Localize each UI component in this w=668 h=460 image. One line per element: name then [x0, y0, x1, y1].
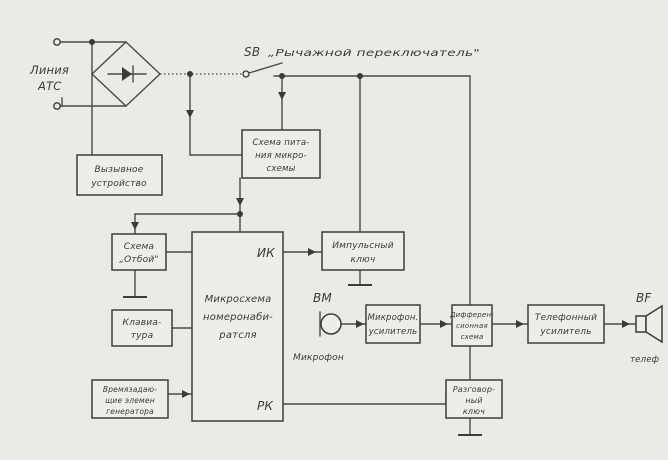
power-block-text-2: ния микро- [255, 151, 307, 161]
ringer-text-1: Вызывное [94, 165, 143, 175]
bf-sub-label: телеф [630, 355, 659, 365]
chip-pin-ik: ИК [257, 246, 275, 260]
microphone-label: Микрофон [293, 353, 344, 363]
ground-symbols [123, 284, 482, 436]
generator-text-2: щие элемен [105, 396, 155, 405]
line-terminal-bottom [53, 102, 61, 110]
chip-text-3: ратсля [218, 330, 256, 341]
speaker-cone-icon [645, 304, 663, 344]
hangup-text-1: Схема [124, 242, 154, 252]
diff-text-1: Дифферен- [449, 311, 494, 319]
keypad-text-1: Клавиа- [123, 318, 162, 328]
tel-amp-block [527, 304, 605, 344]
mic-amp-text-2: усилитель [368, 327, 418, 337]
generator-text-1: Времязадаю- [103, 385, 157, 394]
talk-key-block [445, 379, 503, 419]
talk-key-text-2: ный [465, 396, 482, 405]
mic-amp-text-1: Микрофон. [367, 313, 418, 323]
chip-text-2: номеронаби- [203, 311, 273, 323]
ringer-text-2: устройство [90, 179, 147, 189]
talk-key-text-3: ключ [463, 407, 485, 416]
keypad-block [111, 309, 173, 347]
tel-amp-text-2: усилитель [539, 327, 591, 337]
sb-label: SB [244, 45, 260, 59]
diff-text-3: схема [461, 333, 484, 341]
mic-amp-block [365, 304, 421, 344]
tel-amp-text-1: Телефонный [535, 313, 597, 323]
power-block-text-1: Схема пита- [252, 138, 309, 148]
line-label-2: АТС [37, 79, 62, 93]
diff-text-2: сионная [456, 322, 488, 330]
hangup-text-2: „Отбой" [119, 255, 158, 265]
power-supply-block [241, 129, 321, 179]
generator-block [91, 379, 169, 419]
generator-text-3: генератора [106, 407, 154, 416]
chip-pin-rk: РК [257, 399, 273, 413]
talk-key-text-1: Разговор- [453, 385, 495, 394]
power-block-text-3: схемы [266, 164, 295, 174]
bf-label: BF [636, 291, 652, 305]
differential-block [451, 304, 493, 347]
line-terminal-top [53, 38, 61, 46]
microphone-icon [320, 313, 342, 335]
impulse-text-1: Импульсный [332, 241, 394, 251]
bm-label: BM [313, 291, 332, 305]
switch-name-label: „Рычажной переключатель" [268, 48, 480, 59]
impulse-text-2: ключ [351, 255, 376, 265]
keypad-text-2: тура [131, 331, 154, 341]
ringer-block [76, 154, 163, 196]
dialer-chip-block [191, 231, 284, 422]
speaker-magnet [635, 315, 647, 333]
impulse-key-block [321, 231, 405, 271]
hangup-block [111, 233, 167, 271]
line-label-1: Линия [29, 63, 69, 77]
wiring [59, 41, 637, 435]
chip-text-1: Микросхема [205, 294, 272, 305]
